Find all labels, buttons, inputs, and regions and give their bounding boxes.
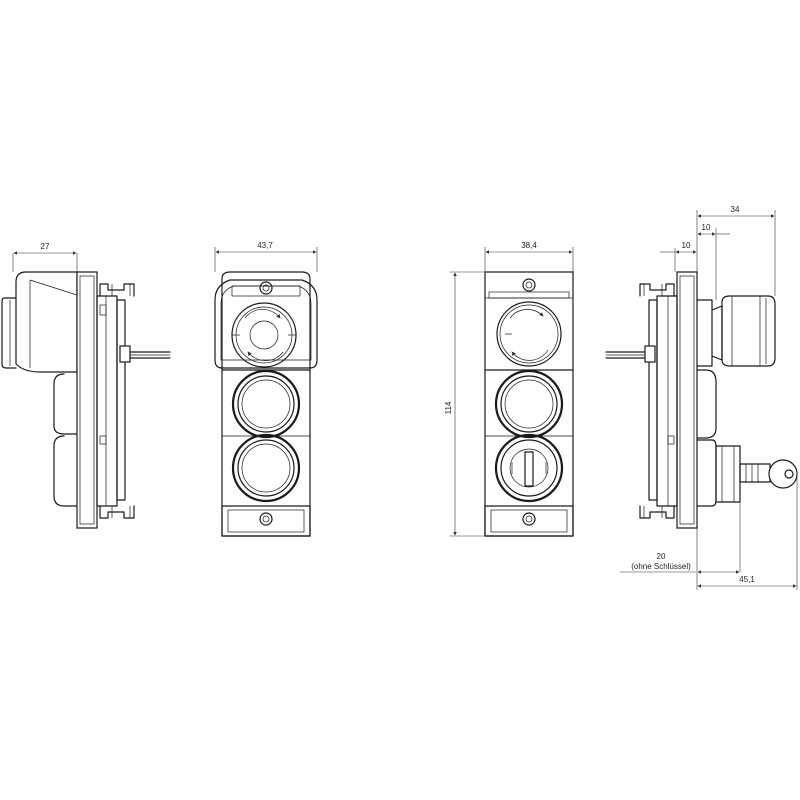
front-view-key-switch: 38,4 114 <box>444 241 574 537</box>
dim-43-7-label: 43,7 <box>257 241 273 250</box>
dim-10-lower: 10 <box>660 241 697 272</box>
dim-38-4: 38,4 <box>484 241 574 272</box>
right-side-view: 34 10 10 <box>605 205 798 590</box>
dim-10-lower-label: 10 <box>682 241 691 250</box>
dim-10-upper: 10 <box>697 223 730 300</box>
dim-114-label: 114 <box>444 401 453 414</box>
dim-38-4-label: 38,4 <box>521 241 537 250</box>
dim-20-note: (ohne Schlüssel) <box>631 562 691 571</box>
left-side-view: 27 <box>1 242 171 529</box>
dim-114: 114 <box>444 271 484 537</box>
dim-20-label: 20 <box>657 552 666 561</box>
dim-27: 27 <box>12 242 78 272</box>
dim-10-upper-label: 10 <box>702 223 711 232</box>
dim-27-label: 27 <box>41 242 50 251</box>
dim-20: 20 (ohne Schlüssel) <box>620 502 741 590</box>
dim-45-1-label: 45,1 <box>739 575 755 584</box>
dim-34-label: 34 <box>731 205 740 214</box>
front-view-with-guard: 43,7 <box>214 241 318 537</box>
dim-43-7: 43,7 <box>214 241 318 272</box>
dim-34: 34 <box>696 205 776 296</box>
dim-45-1: 45,1 <box>697 474 798 590</box>
